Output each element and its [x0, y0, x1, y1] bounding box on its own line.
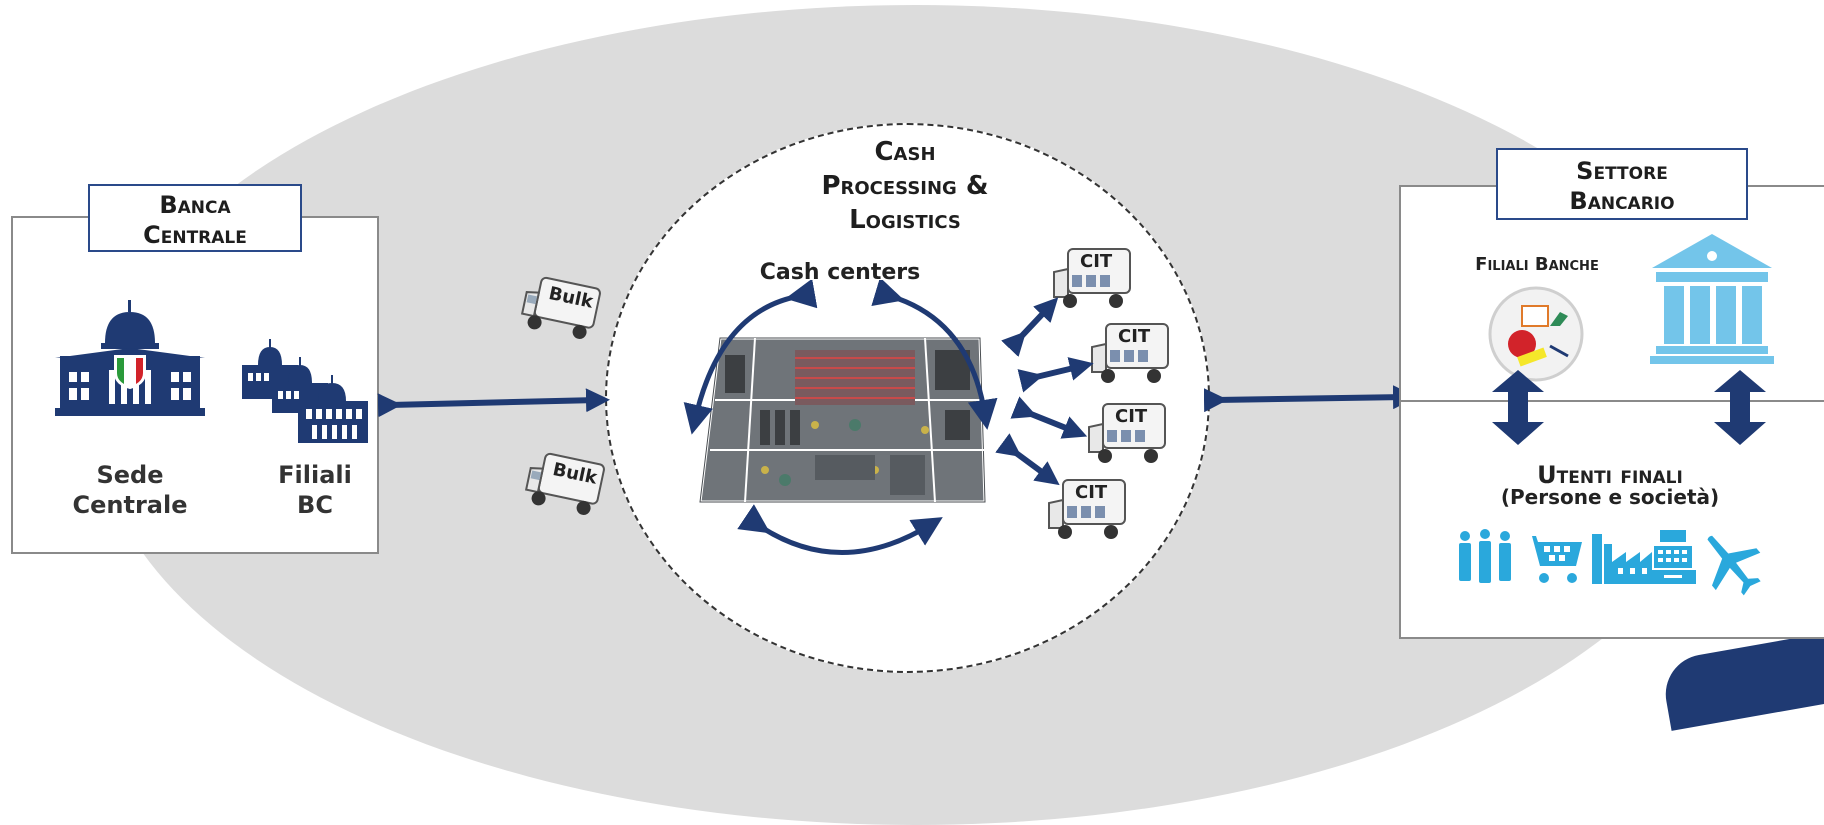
cit-van-icon: CIT	[1091, 323, 1169, 383]
bulk-van-icon: Bulk	[524, 452, 605, 515]
cit-van-icon: CIT	[1048, 479, 1126, 539]
banca-centrale-title-line1: Banca	[159, 191, 231, 219]
cit-van-icon: CIT	[1053, 248, 1131, 308]
utenti-finali-subtitle: (Persone e società)	[1500, 485, 1720, 509]
cash-processing-title: Cash Processing & Logistics	[821, 137, 989, 235]
cit-arrow-1	[1001, 297, 1059, 357]
people-icon	[1459, 529, 1511, 583]
cit-van-label: CIT	[1075, 482, 1108, 503]
bc-to-cash-arrow	[377, 388, 610, 418]
bank-icon	[1650, 234, 1774, 364]
cit-van-label: CIT	[1118, 326, 1151, 347]
vertical-double-arrow	[1714, 370, 1766, 445]
vertical-double-arrow	[1492, 370, 1544, 445]
banca-centrale-title: Banca Centrale	[88, 184, 302, 252]
factory-icon	[1592, 534, 1652, 584]
banca-centrale-title-line2: Centrale	[143, 221, 247, 249]
airplane-icon	[1707, 535, 1761, 596]
cash-center-cycle-arrows	[683, 280, 998, 555]
sede-centrale-label: Sede Centrale	[72, 461, 188, 519]
cit-van-label: CIT	[1115, 406, 1148, 427]
cash-to-banks-arrow	[1203, 385, 1417, 413]
cit-arrow-3	[1010, 396, 1088, 439]
cit-arrow-4	[995, 433, 1060, 486]
cit-van-label: CIT	[1080, 251, 1113, 272]
flow-arrows	[377, 297, 1417, 486]
branch-buildings-icon	[242, 339, 368, 443]
bank-logos-badge	[1488, 286, 1584, 382]
cash-register-icon	[1650, 530, 1696, 584]
bulk-van-icon: Bulk	[520, 276, 601, 339]
cit-van-icon: CIT	[1088, 403, 1166, 463]
italy-flag-icon	[114, 355, 146, 390]
utenti-finali-title: Utenti finali	[1537, 461, 1683, 489]
parliament-icon	[55, 300, 205, 416]
settore-bancario-divider	[1399, 400, 1824, 402]
cit-arrow-2	[1017, 357, 1094, 393]
filiali-bc-label: Filiali BC	[278, 461, 352, 519]
filiali-banche-label: Filiali Banche	[1475, 254, 1599, 275]
shopping-cart-icon	[1522, 536, 1582, 583]
settore-bancario-title: Settore Bancario	[1496, 148, 1748, 220]
